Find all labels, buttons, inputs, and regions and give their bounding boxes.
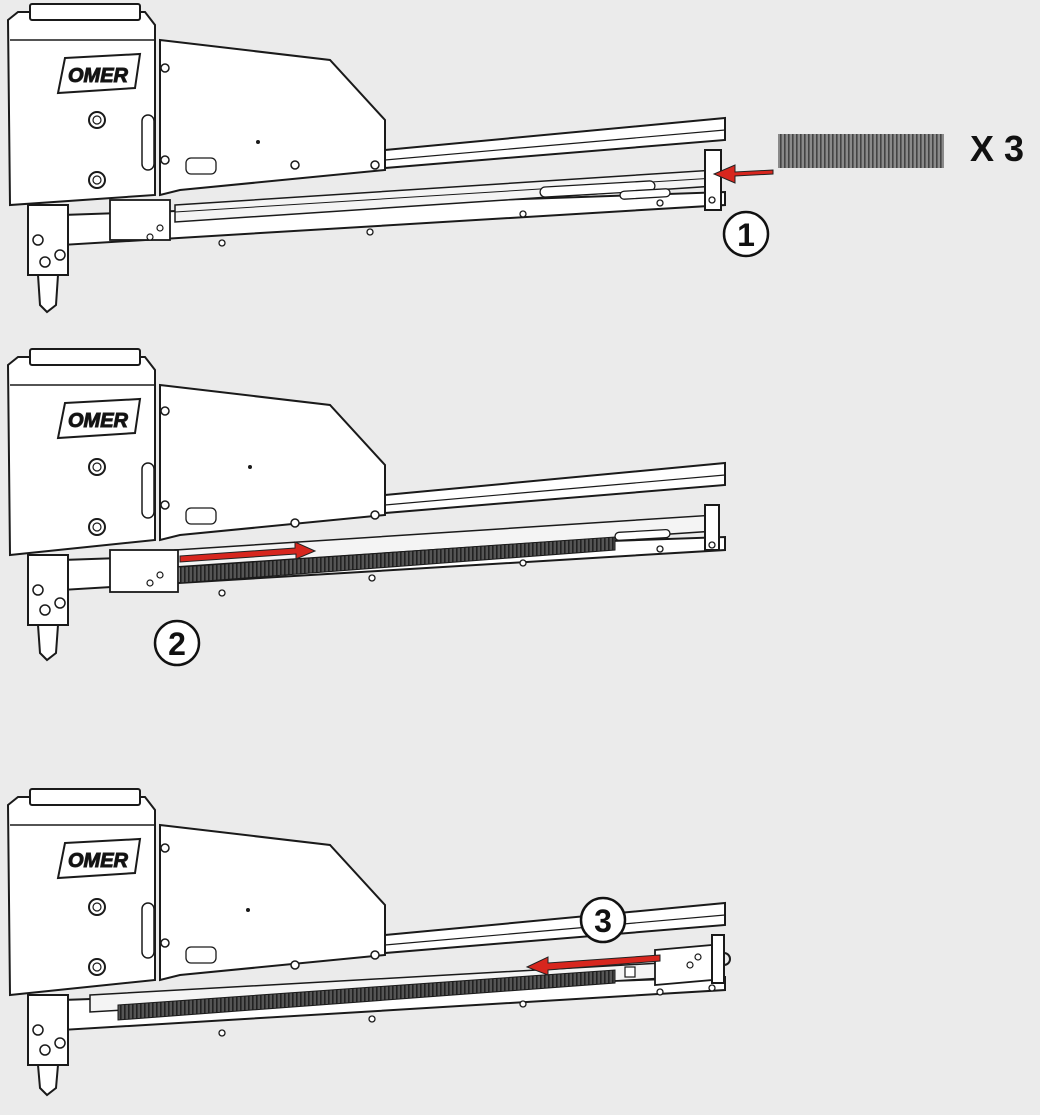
- slide-arrow: [179, 541, 317, 563]
- head-top-cap: [29, 788, 141, 806]
- magazine-top-rail: [384, 901, 726, 955]
- svg-text:1: 1: [737, 217, 755, 253]
- stapler-tool: OMER: [6, 3, 726, 314]
- brand-logo: OMER: [56, 52, 142, 95]
- loaded-staples: [179, 536, 616, 584]
- tool-head: [6, 356, 156, 557]
- magazine-top-rail: [384, 461, 726, 515]
- side-plate: [159, 38, 386, 197]
- slot: [614, 528, 671, 541]
- staple-strip: [778, 134, 944, 168]
- side-plate: [159, 823, 386, 982]
- quantity-label: X 3: [970, 128, 1024, 169]
- side-slot: [185, 507, 217, 525]
- tool-head: [6, 11, 156, 207]
- brand-logo: OMER: [56, 837, 142, 880]
- head-top-cap: [29, 3, 141, 21]
- sliding-pusher: [654, 944, 713, 986]
- nose-latch: [109, 199, 171, 241]
- pusher-block: [109, 549, 179, 593]
- svg-text:OMER: OMER: [68, 65, 129, 87]
- slot: [619, 188, 671, 200]
- step-3-panel: OMER 3: [6, 788, 731, 1097]
- side-slot: [185, 946, 217, 964]
- svg-text:2: 2: [168, 626, 186, 662]
- svg-text:3: 3: [594, 903, 612, 939]
- step-1-badge: 1: [722, 210, 770, 258]
- rail-end-cap: [704, 149, 722, 211]
- insert-arrow: [712, 164, 774, 184]
- loaded-staples: [117, 969, 616, 1021]
- slot: [539, 180, 656, 198]
- step-2-badge: 2: [153, 619, 201, 667]
- head-top-cap: [29, 348, 141, 366]
- return-arrow: [525, 954, 661, 976]
- step-2-panel: OMER: [6, 348, 726, 667]
- brand-logo: OMER: [56, 397, 142, 440]
- svg-text:OMER: OMER: [68, 850, 129, 872]
- step-3-badge: 3: [579, 896, 627, 944]
- stapler-tool: OMER: [6, 788, 731, 1097]
- step-1-panel: OMER: [6, 3, 1024, 314]
- svg-text:OMER: OMER: [68, 410, 129, 432]
- side-slot: [185, 157, 217, 175]
- stapler-tool: OMER: [6, 348, 726, 662]
- side-plate: [159, 383, 386, 542]
- tool-head: [6, 796, 156, 997]
- magazine-top-rail: [384, 116, 726, 170]
- rail-end-cap: [704, 504, 720, 551]
